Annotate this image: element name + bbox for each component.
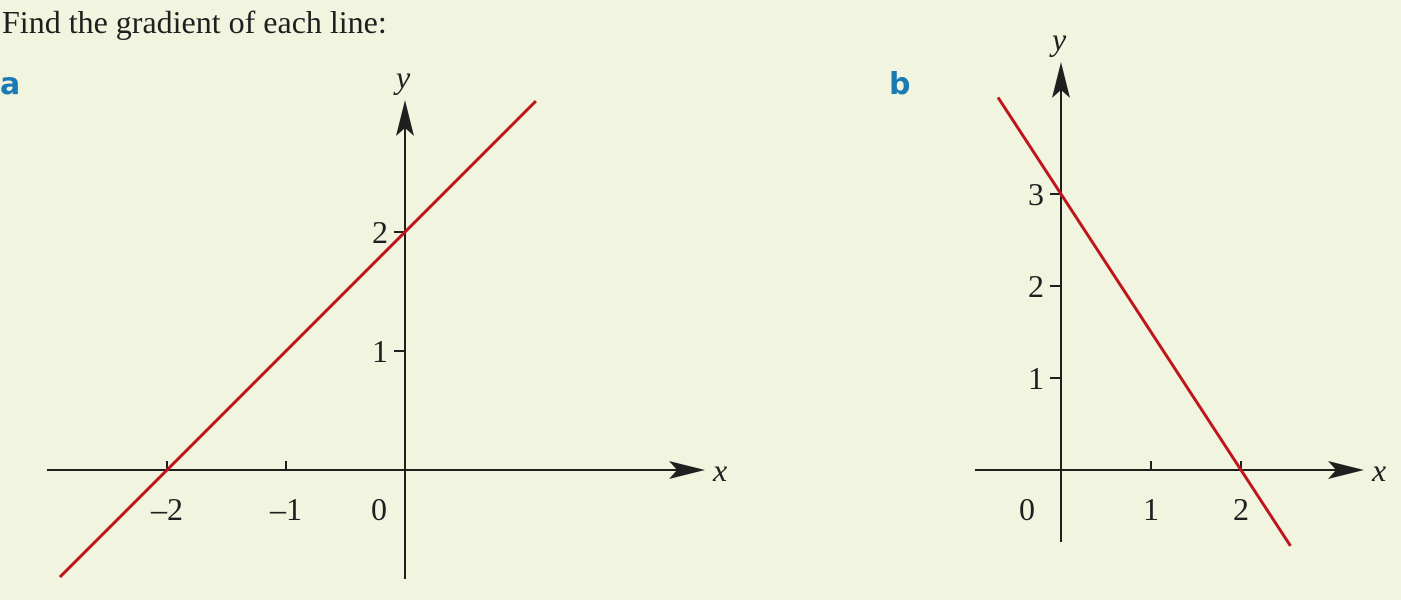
x-tick-label-a: –1 (269, 491, 302, 527)
panel-label-b: b (889, 67, 911, 102)
origin-label-a: 0 (371, 491, 387, 527)
y-tick-label-a: 2 (372, 214, 388, 250)
y-tick-label-b: 3 (1028, 176, 1044, 212)
x-axis-label-b: x (1371, 452, 1386, 488)
panel-label-a: a (0, 67, 21, 102)
y-tick-label-a: 1 (372, 333, 388, 369)
x-tick-label-a: –2 (150, 491, 183, 527)
y-tick-label-b: 1 (1028, 360, 1044, 396)
y-tick-label-b: 2 (1028, 268, 1044, 304)
y-axis-label-b: y (1049, 21, 1067, 57)
data-line-a (58, 100, 537, 579)
data-line-b (996, 96, 1292, 547)
y-axis-label-a: y (393, 59, 411, 95)
x-axis-arrow-a (669, 461, 705, 479)
y-axis-arrow-b (1052, 62, 1070, 98)
y-axis-arrow-a (396, 100, 414, 136)
origin-label-b: 0 (1019, 491, 1035, 527)
x-axis-arrow-b (1328, 461, 1364, 479)
x-tick-label-b: 1 (1143, 491, 1159, 527)
x-tick-label-b: 2 (1233, 491, 1249, 527)
x-axis-label-a: x (712, 452, 727, 488)
instruction-text: Find the gradient of each line: (2, 4, 387, 40)
